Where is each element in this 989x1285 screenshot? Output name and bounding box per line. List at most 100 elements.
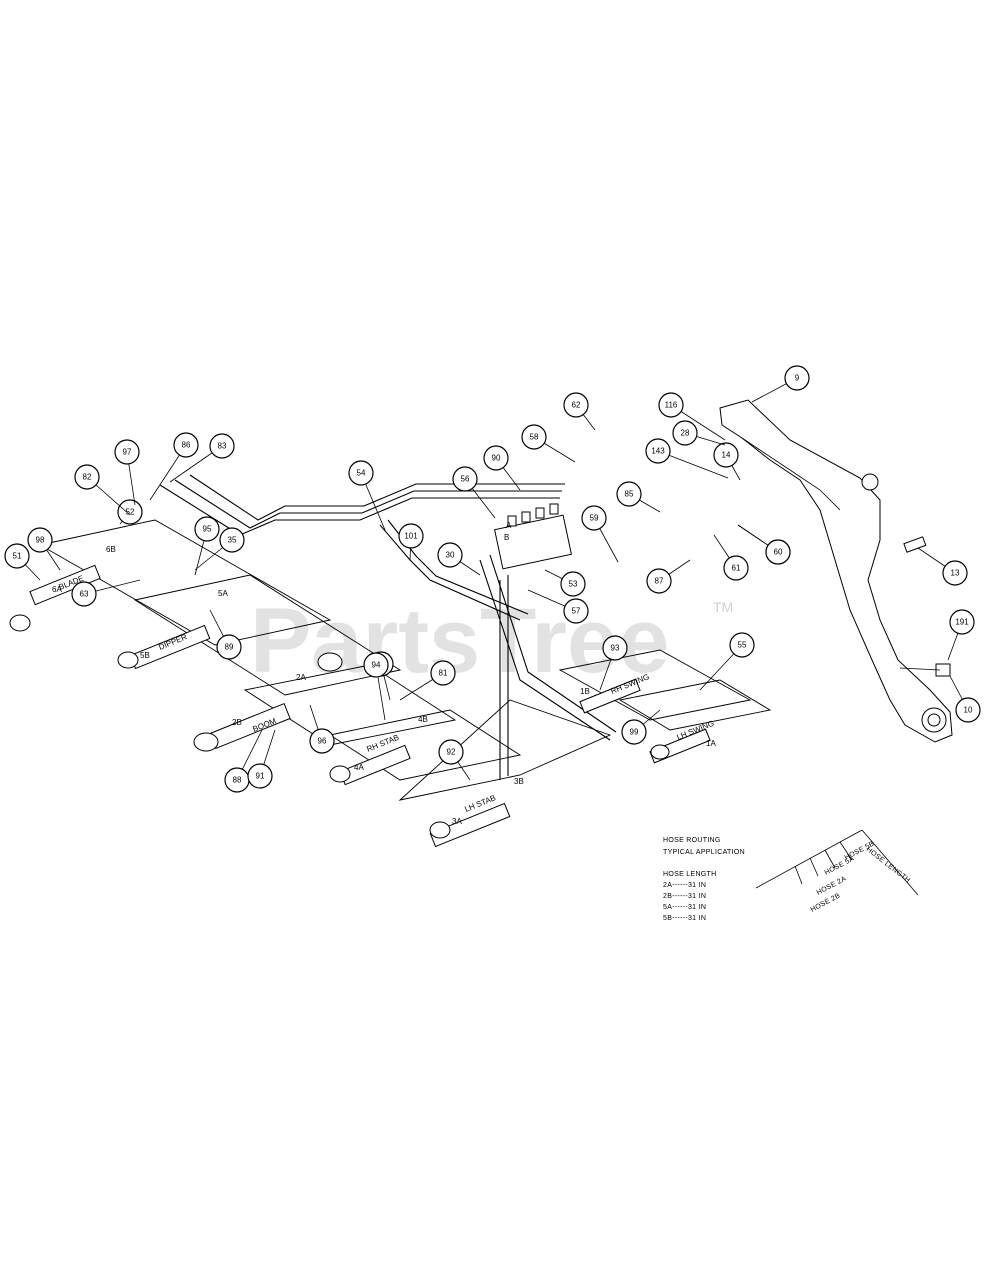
callout-14: 14 bbox=[713, 442, 741, 481]
callout-53: 53 bbox=[544, 569, 586, 597]
port-2a: 2A bbox=[296, 673, 306, 682]
callout-bubble bbox=[672, 420, 698, 446]
callout-group: 9101314283035505152535455565758596061626… bbox=[4, 365, 981, 793]
port-3b: 3B bbox=[514, 777, 524, 786]
callout-number: 52 bbox=[126, 508, 135, 517]
callout-number: 35 bbox=[228, 536, 237, 545]
callout-bubble bbox=[949, 609, 975, 635]
callout-number: 90 bbox=[492, 454, 501, 463]
callout-bubble bbox=[521, 424, 547, 450]
callout-number: 99 bbox=[630, 728, 639, 737]
loader-arm-outline bbox=[719, 399, 953, 743]
callout-number: 86 bbox=[182, 441, 191, 450]
callout-number: 89 bbox=[225, 643, 234, 652]
callout-number: 98 bbox=[36, 536, 45, 545]
callout-101: 101 bbox=[398, 523, 424, 561]
callout-143: 143 bbox=[645, 438, 729, 479]
callout-91: 91 bbox=[247, 729, 276, 789]
callout-35: 35 bbox=[194, 527, 245, 571]
routing-subtitle: TYPICAL APPLICATION bbox=[663, 849, 745, 856]
callout-bubble bbox=[616, 481, 642, 507]
callout-bubble bbox=[363, 652, 389, 678]
legend-hose-2b: HOSE 2B bbox=[810, 892, 842, 913]
callout-13: 13 bbox=[917, 547, 968, 586]
loader-arm bbox=[719, 399, 953, 743]
callout-82: 82 bbox=[74, 464, 131, 516]
callout-bubble bbox=[27, 527, 53, 553]
arm-pivot-top bbox=[861, 473, 879, 491]
callout-bubble bbox=[309, 728, 335, 754]
callout-bubble bbox=[437, 542, 463, 568]
callout-bubble bbox=[621, 719, 647, 745]
arm-fitting-14 bbox=[903, 536, 927, 553]
callout-90: 90 bbox=[483, 445, 521, 491]
length-2b: 2B------31 IN bbox=[663, 893, 706, 900]
callout-number: 82 bbox=[83, 473, 92, 482]
callout-number: 93 bbox=[611, 644, 620, 653]
callout-bubble bbox=[74, 464, 100, 490]
callout-number: 94 bbox=[372, 661, 381, 670]
callout-99: 99 bbox=[621, 709, 661, 745]
callout-number: 92 bbox=[447, 748, 456, 757]
callout-bubble bbox=[216, 634, 242, 660]
callout-58: 58 bbox=[521, 424, 576, 463]
callout-85: 85 bbox=[616, 481, 661, 513]
callout-bubble bbox=[173, 432, 199, 458]
port-5b: 5B bbox=[140, 651, 150, 660]
watermark: PartsTree TM bbox=[250, 590, 733, 692]
callout-9: 9 bbox=[751, 365, 810, 403]
callout-bubble bbox=[247, 763, 273, 789]
callout-bubble bbox=[955, 697, 981, 723]
callout-63: 63 bbox=[71, 579, 141, 607]
callout-10: 10 bbox=[949, 675, 981, 723]
callout-86: 86 bbox=[149, 432, 199, 501]
callout-bubble bbox=[581, 505, 607, 531]
callout-bubble bbox=[563, 598, 589, 624]
callout-bubble bbox=[713, 442, 739, 468]
legend-hose-2a: HOSE 2A bbox=[816, 875, 848, 896]
callout-191: 191 bbox=[947, 609, 975, 661]
callout-number: 10 bbox=[964, 706, 973, 715]
callout-bubble bbox=[602, 635, 628, 661]
callout-97: 97 bbox=[114, 439, 140, 506]
callout-number: 14 bbox=[722, 451, 731, 460]
callout-bubble bbox=[4, 543, 30, 569]
callout-bubble bbox=[560, 571, 586, 597]
callout-bubble bbox=[723, 555, 749, 581]
length-5a: 5A------31 IN bbox=[663, 904, 706, 911]
watermark-trademark: TM bbox=[713, 599, 733, 615]
callout-number: 116 bbox=[665, 401, 678, 410]
length-5b: 5B------31 IN bbox=[663, 915, 706, 922]
callout-94: 94 bbox=[363, 652, 389, 721]
cylinders: BLADE DIPPER BOOM RH STAB LH STAB bbox=[9, 564, 715, 848]
port-labels: 1A 1B 2A 2B 3A 3B 4A 4B 5A 5B 6A 6B bbox=[52, 545, 716, 826]
callout-bubble bbox=[209, 433, 235, 459]
callout-83: 83 bbox=[169, 433, 235, 483]
callout-number: 91 bbox=[256, 772, 265, 781]
callout-60: 60 bbox=[737, 524, 791, 565]
callout-116: 116 bbox=[658, 392, 726, 441]
lh-stab-cylinder: LH STAB bbox=[429, 793, 511, 848]
port-6b: 6B bbox=[106, 545, 116, 554]
callout-87: 87 bbox=[646, 559, 691, 594]
port-5a: 5A bbox=[218, 589, 228, 598]
callout-55: 55 bbox=[699, 632, 755, 691]
callout-bubble bbox=[645, 438, 671, 464]
callout-89: 89 bbox=[209, 609, 242, 660]
dipper-cylinder: DIPPER bbox=[117, 624, 211, 670]
port-1b: 1B bbox=[580, 687, 590, 696]
callout-number: 57 bbox=[572, 607, 581, 616]
callout-number: 87 bbox=[655, 577, 664, 586]
callout-bubble bbox=[942, 560, 968, 586]
callout-number: 56 bbox=[461, 475, 470, 484]
callout-number: 13 bbox=[951, 569, 960, 578]
callout-96: 96 bbox=[309, 704, 335, 754]
callout-bubble bbox=[430, 660, 456, 686]
callout-bubble bbox=[658, 392, 684, 418]
callout-54: 54 bbox=[348, 460, 386, 531]
callout-93: 93 bbox=[599, 635, 628, 691]
callout-bubble bbox=[438, 739, 464, 765]
hose-notes: HOSE ROUTING TYPICAL APPLICATION HOSE LE… bbox=[663, 837, 745, 922]
